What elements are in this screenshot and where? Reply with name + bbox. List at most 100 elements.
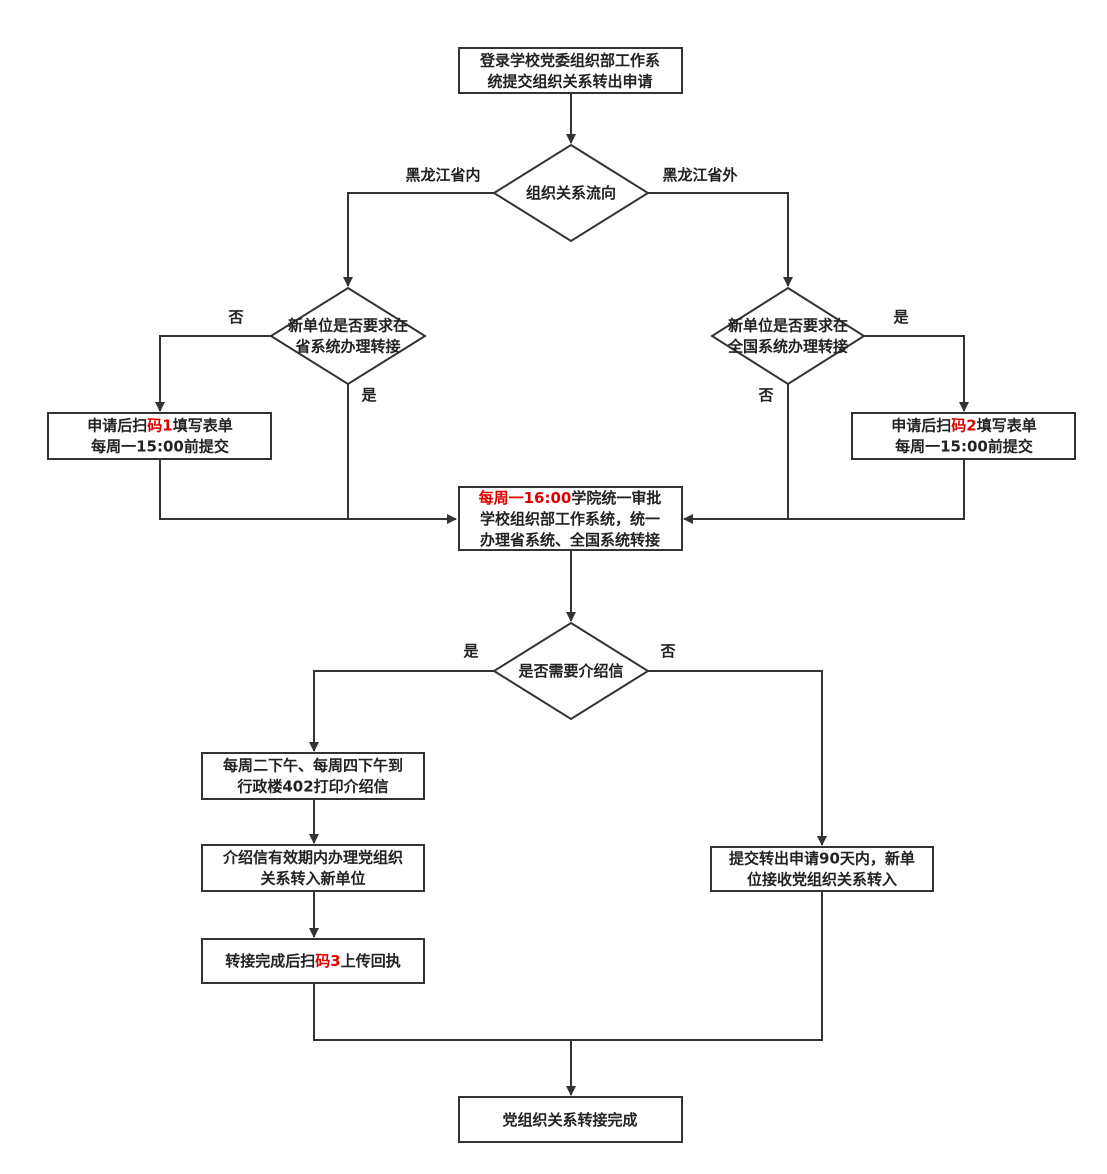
label-text: 申请后扫 <box>87 417 147 435</box>
label-text: 每周一15:00前提交 <box>91 438 229 456</box>
label-text: 每周二下午、每周四下午到 <box>223 757 403 775</box>
label-text: 转接完成后扫 <box>225 952 315 970</box>
transfer-in-line-2: 关系转入新单位 <box>260 870 365 888</box>
edge-national-no <box>683 384 789 524</box>
upload-receipt-line-1: 转接完成后扫码3上传回执 <box>225 952 400 970</box>
label-text: 全国系统办理转接 <box>727 338 848 356</box>
start-label: 登录学校党委组织部工作系统提交组织关系转出申请 <box>479 52 660 91</box>
no-letter-box <box>710 846 934 892</box>
transfer-in-label: 介绍信有效期内办理党组织关系转入新单位 <box>222 849 403 888</box>
label-text: 组织关系流向 <box>526 184 616 202</box>
label-text: 位接收党组织关系转入 <box>747 871 897 889</box>
label-text: 学院统一审批 <box>571 489 661 507</box>
letter-decision-label: 是否需要介绍信 <box>517 662 623 680</box>
scan-code2-line-2: 每周一15:00前提交 <box>895 438 1033 456</box>
scan-code1-line-2: 每周一15:00前提交 <box>91 438 229 456</box>
approval-box <box>458 486 683 551</box>
start-line-1: 登录学校党委组织部工作系 <box>479 52 660 70</box>
highlight-text: 每周一16:00 <box>479 489 572 507</box>
no-letter-label: 提交转出申请90天内，新单位接收党组织关系转入 <box>729 850 915 889</box>
no-letter-line-1: 提交转出申请90天内，新单 <box>729 850 915 868</box>
scan-code1-box <box>47 412 272 460</box>
label-text: 新单位是否要求在 <box>288 317 408 335</box>
label-text: 学校组织部工作系统，统一 <box>480 510 660 528</box>
edge-flow-to-province <box>343 192 494 287</box>
scan-code2-line-1: 申请后扫码2填写表单 <box>891 417 1036 435</box>
scan-code1-line-1: 申请后扫码1填写表单 <box>87 417 232 435</box>
flow-decision-diamond <box>492 143 650 243</box>
edge-noletter-merge <box>571 891 823 1041</box>
letter-decision-diamond <box>492 621 650 721</box>
label-text: 申请后扫 <box>891 417 951 435</box>
label-letter-no: 否 <box>659 642 675 660</box>
approval-label: 每周一16:00学院统一审批学校组织部工作系统，统一办理省系统、全国系统转接 <box>479 489 662 549</box>
upload-receipt-label: 转接完成后扫码3上传回执 <box>225 952 400 970</box>
print-letter-box <box>201 752 425 800</box>
label-national-no: 否 <box>757 386 773 404</box>
transfer-in-box <box>201 844 425 892</box>
scan-code2-label: 申请后扫码2填写表单每周一15:00前提交 <box>891 417 1036 456</box>
national-decision-label: 新单位是否要求在全国系统办理转接 <box>727 317 848 356</box>
label-province-yes: 是 <box>360 386 377 404</box>
edge-letter-no <box>648 670 827 846</box>
edge-letter-yes <box>309 670 494 752</box>
upload-receipt-box <box>201 938 425 984</box>
national-decision-diamond <box>710 286 866 386</box>
edge-province-yes <box>347 384 457 524</box>
shapes <box>47 47 1076 1143</box>
province-decision-label: 新单位是否要求在省系统办理转接 <box>288 317 408 356</box>
label-text: 每周一15:00前提交 <box>895 438 1033 456</box>
label-text: 党组织关系转接完成 <box>502 1111 637 1129</box>
edge-code2-down <box>788 459 965 520</box>
national-decision-line-1: 新单位是否要求在 <box>728 317 848 335</box>
print-letter-line-2: 行政楼402打印介绍信 <box>236 778 388 796</box>
approval-line-3: 办理省系统、全国系统转接 <box>480 531 660 549</box>
label-out-province: 黑龙江省外 <box>662 166 737 184</box>
start-box <box>458 47 683 94</box>
label-text: 是否需要介绍信 <box>517 662 623 680</box>
highlight-text: 码1 <box>147 417 172 435</box>
edge-province-no <box>155 335 271 412</box>
label-text: 提交转出申请90天内，新单 <box>729 850 915 868</box>
end-label: 党组织关系转接完成 <box>502 1111 637 1129</box>
edge-flow-to-national <box>648 192 793 287</box>
end-box <box>458 1096 683 1143</box>
label-text: 省系统办理转接 <box>294 338 400 356</box>
node-labels: 登录学校党委组织部工作系统提交组织关系转出申请 组织关系流向 新单位是否要求在省… <box>87 52 1036 1130</box>
transfer-in-line-1: 介绍信有效期内办理党组织 <box>222 849 403 867</box>
edge-upload-merge <box>313 983 571 1041</box>
highlight-text: 码3 <box>315 952 340 970</box>
label-text: 上传回执 <box>341 952 401 970</box>
flow-decision-label: 组织关系流向 <box>526 184 616 202</box>
no-letter-line-2: 位接收党组织关系转入 <box>747 871 897 889</box>
province-decision-diamond <box>269 286 427 386</box>
approval-line-1: 每周一16:00学院统一审批 <box>479 489 662 507</box>
approval-line-2: 学校组织部工作系统，统一 <box>480 510 660 528</box>
label-text: 新单位是否要求在 <box>728 317 848 335</box>
label-in-province: 黑龙江省内 <box>405 166 480 184</box>
edge-code1-down <box>159 459 348 520</box>
label-text: 行政楼402打印介绍信 <box>236 778 388 796</box>
province-decision-line-1: 新单位是否要求在 <box>288 317 408 335</box>
label-text: 填写表单 <box>173 417 233 435</box>
province-decision-line-2: 省系统办理转接 <box>294 338 400 356</box>
label-text: 办理省系统、全国系统转接 <box>480 531 660 549</box>
label-letter-yes: 是 <box>462 642 479 660</box>
label-text: 介绍信有效期内办理党组织 <box>222 849 403 867</box>
flow-decision-line-1: 组织关系流向 <box>526 184 616 202</box>
label-national-yes: 是 <box>892 308 909 326</box>
label-province-no: 否 <box>227 308 243 326</box>
label-text: 统提交组织关系转出申请 <box>487 73 652 91</box>
label-text: 登录学校党委组织部工作系 <box>479 52 660 70</box>
scan-code2-box <box>851 412 1076 460</box>
highlight-text: 码2 <box>951 417 976 435</box>
edge-labels: 黑龙江省内 黑龙江省外 否 是 是 否 是 否 <box>227 166 909 660</box>
letter-decision-line-1: 是否需要介绍信 <box>517 662 623 680</box>
start-line-2: 统提交组织关系转出申请 <box>487 73 652 91</box>
label-text: 关系转入新单位 <box>260 870 365 888</box>
national-decision-line-2: 全国系统办理转接 <box>727 338 848 356</box>
label-text: 填写表单 <box>977 417 1037 435</box>
print-letter-label: 每周二下午、每周四下午到行政楼402打印介绍信 <box>223 757 403 796</box>
